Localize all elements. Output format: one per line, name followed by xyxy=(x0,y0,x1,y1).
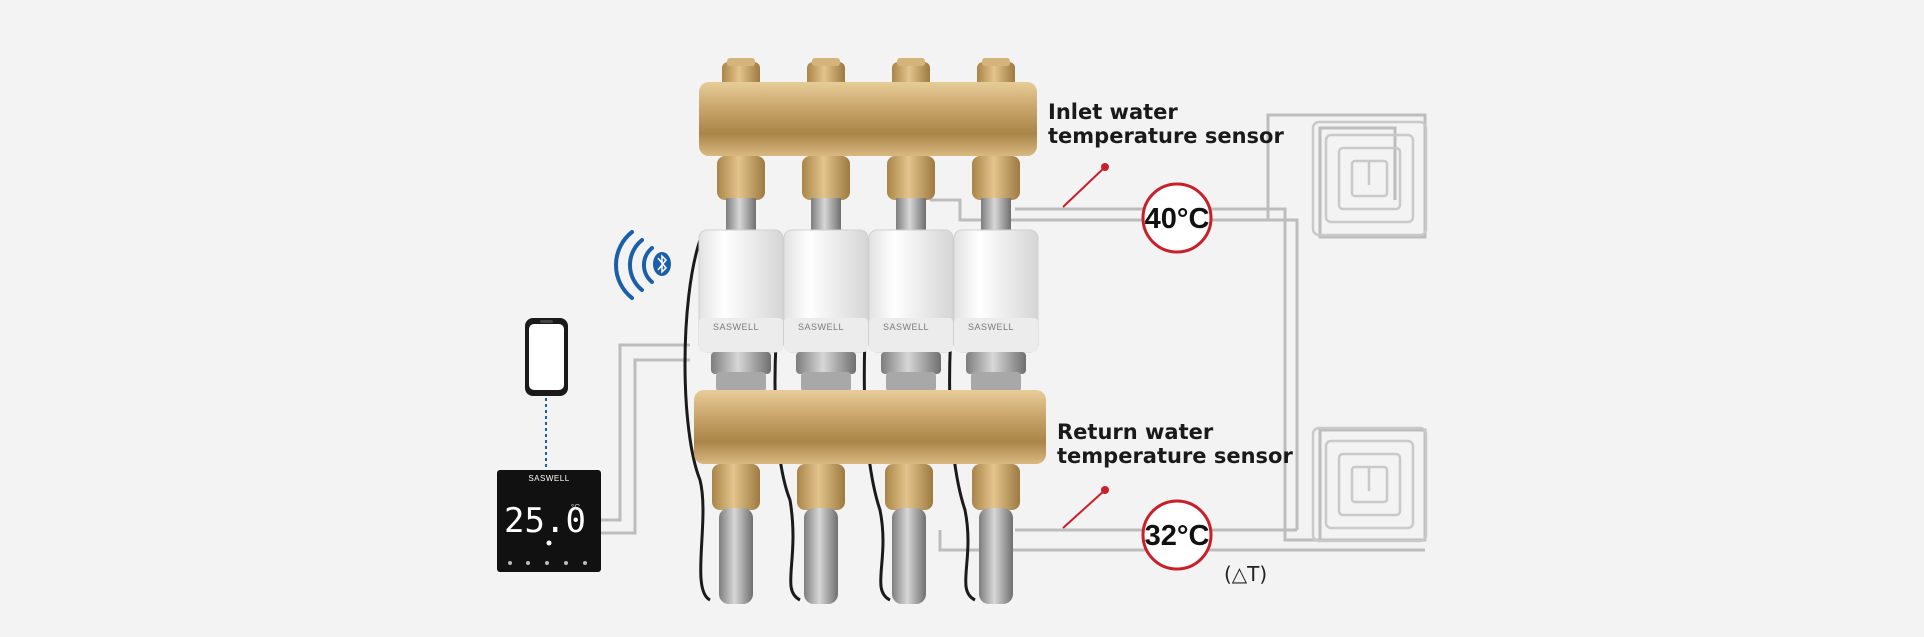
return-manifold xyxy=(694,390,1046,464)
floor-heating-loop-icon xyxy=(1311,426,1428,543)
actuator-brand: SASWELL xyxy=(883,322,929,332)
return-temperature-badge: 32°C xyxy=(1141,499,1213,571)
return-connectors-top xyxy=(716,372,1021,392)
delta-t-label: (△T) xyxy=(1224,562,1268,586)
return-temperature: 32°C xyxy=(1145,520,1210,552)
actuator-brand: SASWELL xyxy=(798,322,844,332)
inlet-manifold xyxy=(699,82,1037,156)
bluetooth-icon xyxy=(653,252,671,276)
floor-heating-loop-icon xyxy=(1311,120,1428,237)
actuator-brand: SASWELL xyxy=(713,322,759,332)
inlet-label-line2: temperature sensor xyxy=(1048,124,1284,148)
return-sensor-pointer xyxy=(1062,486,1109,529)
thermostat-brand: SASWELL xyxy=(528,474,569,483)
thermostat-temperature: 25.0 xyxy=(504,501,586,541)
return-label-line2: temperature sensor xyxy=(1057,444,1293,468)
return-sensor-label: Return water temperature sensor xyxy=(1057,420,1293,468)
top-fittings xyxy=(722,58,1015,88)
return-label-line1: Return water xyxy=(1057,420,1214,444)
thermostat-unit: °C xyxy=(571,503,580,512)
inlet-temperature-badge: 40°C xyxy=(1141,182,1213,254)
inlet-connectors xyxy=(717,156,1020,232)
inlet-temperature: 40°C xyxy=(1145,203,1210,235)
wireless-signal-icon xyxy=(614,230,654,300)
inlet-label-line1: Inlet water xyxy=(1048,100,1178,124)
inlet-sensor-pointer xyxy=(1062,163,1109,208)
actuators: SASWELL SASWELL SASWELL SASWELL xyxy=(698,229,1039,374)
smartphone-icon xyxy=(525,318,568,396)
inlet-sensor-label: Inlet water temperature sensor xyxy=(1048,100,1284,148)
thermostat-icon: SASWELL 25.0 °C xyxy=(497,470,601,572)
return-outlets xyxy=(712,464,1020,604)
actuator-brand: SASWELL xyxy=(968,322,1014,332)
